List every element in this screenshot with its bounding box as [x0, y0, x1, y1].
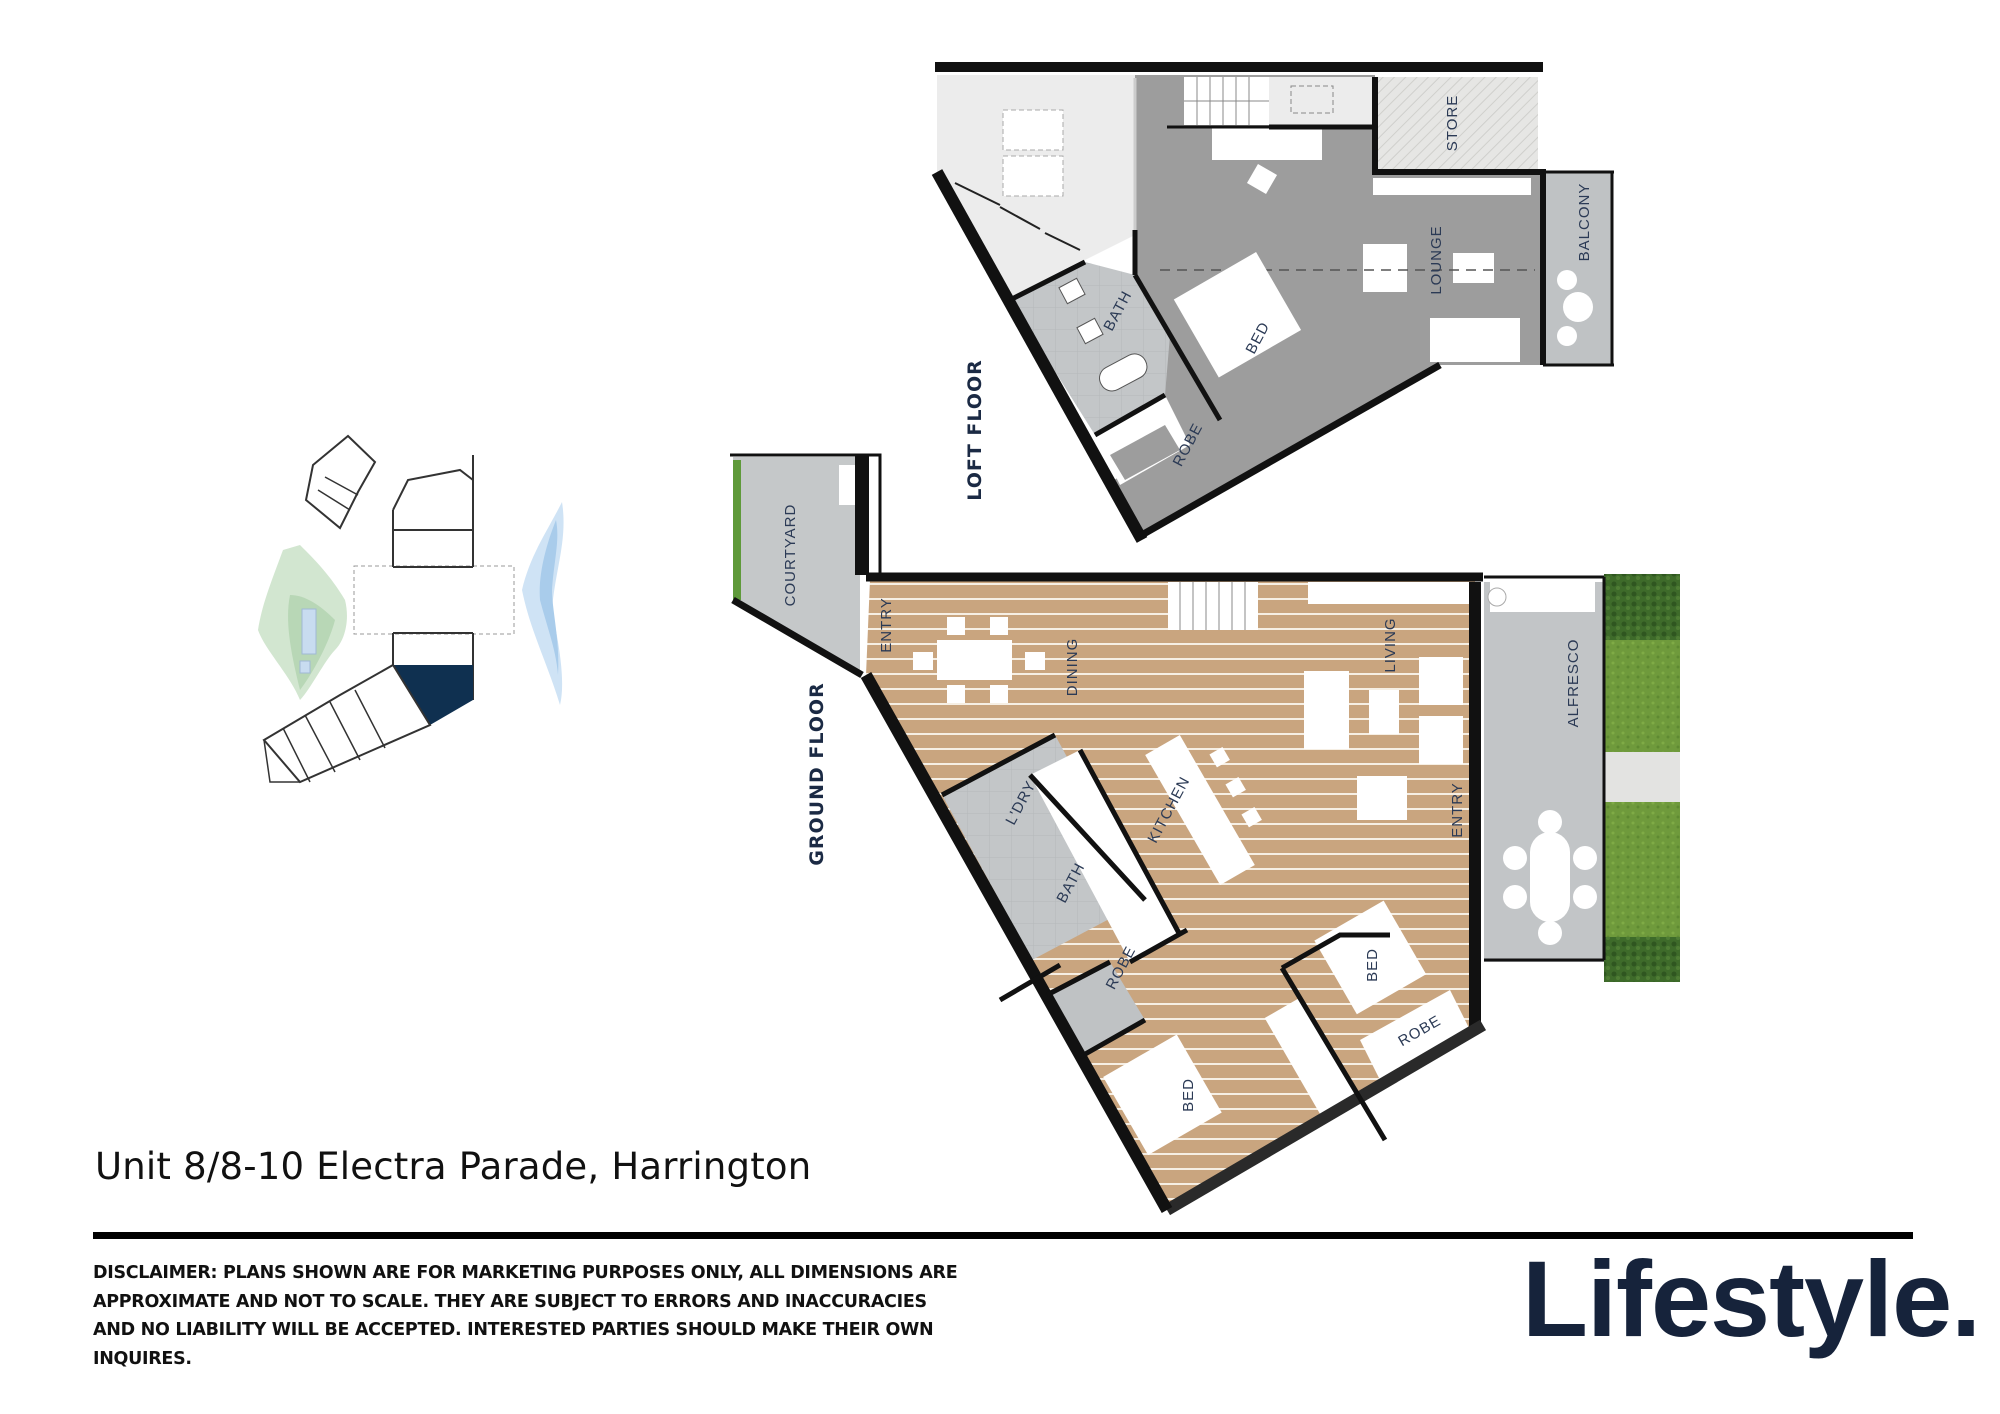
site-plan-key-map: [258, 434, 564, 784]
label-loft-store: STORE: [1444, 95, 1461, 151]
lifestyle-logo: Lifestyle.: [1522, 1238, 1981, 1359]
label-dining: DINING: [1064, 638, 1081, 697]
disclaimer-line: DISCLAIMER: PLANS SHOWN ARE FOR MARKETIN…: [93, 1263, 958, 1283]
property-address-title: Unit 8/8-10 Electra Parade, Harrington: [95, 1145, 812, 1188]
label-bed-east: BED: [1364, 948, 1381, 982]
disclaimer-line: AND NO LIABILITY WILL BE ACCEPTED. INTER…: [93, 1320, 934, 1340]
label-alfresco: ALFRESCO: [1565, 639, 1582, 728]
label-loft-balcony: BALCONY: [1576, 183, 1593, 262]
label-loft-lounge: LOUNGE: [1428, 225, 1445, 294]
label-bed-south: BED: [1180, 1078, 1197, 1112]
divider-rule: [93, 1232, 1913, 1239]
disclaimer-line: INQUIRES.: [93, 1348, 192, 1369]
ground-floor-label: GROUND FLOOR: [806, 682, 828, 865]
loft-floor-plan: [931, 62, 1614, 543]
label-courtyard: COURTYARD: [782, 504, 799, 607]
ground-floor-plan: [730, 453, 1680, 1216]
room-labels: STORE BALCONY LOUNGE BATH BED ROBE COURT…: [782, 95, 1593, 1112]
disclaimer: DISCLAIMER: PLANS SHOWN ARE FOR MARKETIN…: [93, 1259, 1053, 1373]
label-entry-east: ENTRY: [1449, 782, 1466, 838]
label-living: LIVING: [1382, 617, 1399, 672]
label-entry-west: ENTRY: [878, 597, 895, 653]
disclaimer-line: APPROXIMATE AND NOT TO SCALE. THEY ARE S…: [93, 1291, 927, 1312]
loft-floor-label: LOFT FLOOR: [964, 359, 986, 500]
